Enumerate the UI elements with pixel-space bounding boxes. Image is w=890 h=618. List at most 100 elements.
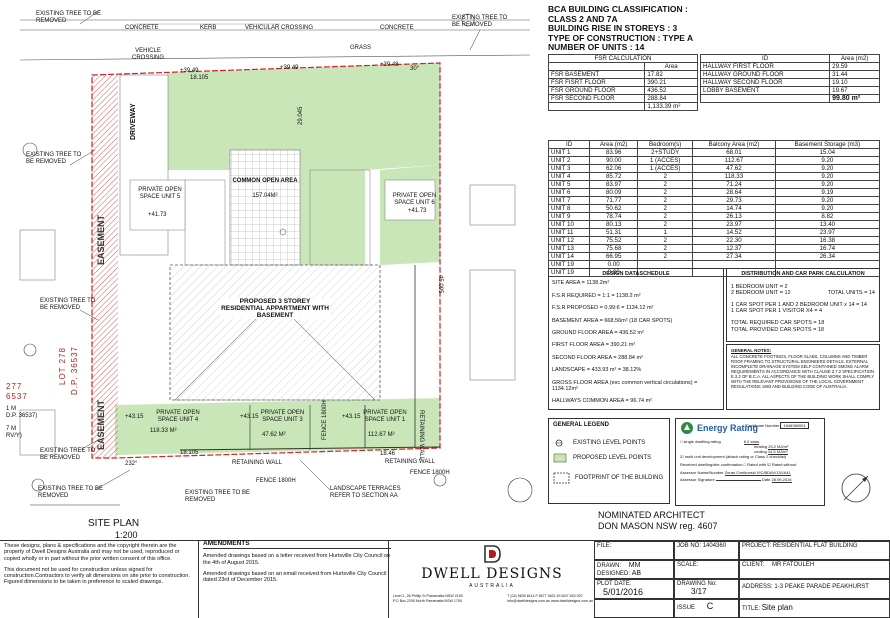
unit-cell: UNIT 11 [547, 228, 591, 237]
unit-cell: 1 (ACCES) [637, 156, 694, 165]
design-title: DESIGN DATASCHEDULE [602, 271, 670, 277]
energy-multi-row: ☑ multi unit development (attach rating … [680, 454, 787, 459]
tree-label: EXISTING TREE TO BE REMOVED [452, 15, 508, 28]
tb-job-value: 1404360 [702, 543, 727, 549]
unit-cell: 12.37 [692, 244, 776, 253]
tb-issue-value: C [706, 601, 714, 611]
existing-level-icon [555, 439, 563, 447]
tree-label: EXISTING TREE TO BE REMOVED [26, 152, 82, 165]
unit-cell: 9.19 [774, 188, 881, 197]
fsr-cell: FSR SECOND FLOOR [547, 94, 646, 103]
unit-cell: 118.33 [692, 172, 776, 181]
units-header: ID [547, 140, 591, 149]
fence-label: FENCE 1800H [322, 400, 328, 440]
energy-cert: Certificate Number 1646380001 [746, 422, 809, 429]
unit-cell: 90.00 [589, 156, 639, 165]
unit-cell: 28.64 [692, 188, 776, 197]
energy-date: 28.09.2015 [771, 477, 792, 483]
common-cell: 31.44 [829, 70, 880, 79]
unit-cell: 26.13 [692, 212, 776, 221]
disclaimer: These designs, plans & specifications an… [4, 543, 196, 586]
unit-cell: 2 [637, 220, 694, 229]
legend-title: GENERAL LEGEND [553, 422, 609, 428]
unit-cell: 1 [637, 228, 694, 237]
tb-plot-value: 5/01/2016 [603, 587, 644, 597]
tb-job: JOB NO: 1404360 [674, 541, 739, 560]
fsr-cell: 17.82 [644, 70, 698, 79]
level-point: +41.73 [148, 212, 167, 218]
tb-drawn: DRAWN: MM DESIGNED: AB [594, 560, 674, 579]
tb-plot-label: PLOT DATE: [597, 581, 632, 587]
fsr-title: FSR CALCULATION [548, 54, 698, 63]
energy-heating-value: 29.2 MJ/m² [768, 444, 789, 450]
unit-cell: UNIT 14 [547, 252, 591, 261]
energy-logo-icon [681, 422, 693, 434]
tb-client-label: CLIENT: [742, 562, 765, 568]
unit-cell: 2 [637, 188, 694, 197]
unit-cell: 16.38 [774, 236, 881, 245]
disclaimer-p2: This document not be used for constructi… [4, 566, 190, 586]
tb-client: CLIENT: MR FATOULEH [739, 560, 890, 579]
general-notes: GENERAL NOTES: ALL CONCRETE FOOTINGS, FL… [726, 344, 880, 410]
proposed-level-icon [553, 453, 567, 463]
lot-dp-label: D.P. 36537 [70, 346, 79, 395]
energy-rated-without: Rated without [771, 462, 797, 467]
distribution-line: 1 CAR SPOT PER 1 AND 2 BEDROOM UNIT x 14… [731, 301, 867, 308]
company-email: info@dwelldesigns.com.au www.dwelldesign… [507, 598, 593, 603]
distribution-text: 1 BEDROOM UNIT = 2 [731, 283, 788, 290]
general-legend: GENERAL LEGEND EXISTING LEVEL POINTS PRO… [548, 418, 670, 504]
distribution-text: 2 BEDROOM UNIT = 12 [731, 290, 791, 297]
energy-rating-label: single dwelling rating [683, 439, 721, 444]
tb-project: PROJECT: RESIDENTIAL FLAT BUILDING [739, 541, 890, 560]
fsr-blank [547, 62, 646, 71]
dp-small: 7 m [6, 426, 17, 432]
unit-cell: 9.20 [774, 156, 881, 165]
private-open-space-label: PRIVATE OPEN SPACE UNIT 3 [260, 410, 305, 423]
dimension-label: 18.105 [180, 450, 199, 456]
unit-cell: 80.09 [589, 188, 639, 197]
driveway-label: DRIVEWAY [130, 103, 137, 140]
tb-drawn-value: MM [628, 562, 641, 569]
unit-cell: 16.74 [774, 244, 881, 253]
energy-rating-row: □ single dwelling rating 6.0 stars [680, 439, 760, 445]
legend-item: FOOTPRINT OF THE BUILDING [553, 472, 665, 484]
common-cell: LOBBY BASEMENT [699, 86, 831, 95]
dimension-label: 18.46 [380, 451, 396, 457]
bca-classification: BCA BUILDING CLASSIFICATION : CLASS 2 AN… [548, 4, 693, 53]
area-label: 118.33 m² [150, 428, 177, 434]
unit-cell: 9.20 [774, 180, 881, 189]
units-header: Bedroom(s) [637, 140, 694, 149]
design-line: HALLWAYS COMMON AREA = 96.74 m² [552, 398, 652, 405]
north-arrow [507, 477, 533, 503]
fsr-cell: 436.52 [644, 86, 698, 95]
fence-label: FENCE 1800H [410, 470, 450, 476]
unit-cell: 2 [637, 212, 694, 221]
unit-cell: UNIT 5 [547, 180, 591, 189]
tb-title-value: Site plan [761, 603, 793, 612]
unit-cell: 83.96 [589, 148, 639, 157]
tb-designed-value: AB [631, 570, 642, 577]
retaining-wall-label: RETAINING WALL [385, 459, 436, 465]
level-point: +43.15 [342, 414, 361, 420]
unit-cell: 78.74 [589, 212, 639, 221]
unit-cell: 23.97 [692, 220, 776, 229]
dimension-label: 29.045 [298, 106, 304, 125]
energy-signature-row: Assessor Signature Date 28.09.2015 [680, 477, 820, 483]
unit-cell [692, 268, 776, 277]
site-plan-scale: 1:200 [115, 530, 138, 540]
energy-cooling-label: cooling [754, 449, 767, 454]
common-total: 99.80 m² [829, 94, 880, 103]
proposed-building-label: PROPOSED 3 STOREY RESIDENTIAL APPARTMENT… [220, 298, 330, 319]
tree-label: EXISTING TREE TO BE REMOVED [40, 298, 96, 311]
legend-label: FOOTPRINT OF THE BUILDING [575, 475, 664, 481]
retaining-wall-label: RETAINING WALL [418, 410, 424, 461]
unit-cell: 47.62 [692, 164, 776, 173]
unit-cell: 26.34 [774, 252, 881, 261]
common-header: ID [699, 54, 831, 63]
unit-cell: UNIT 1 [547, 148, 591, 157]
